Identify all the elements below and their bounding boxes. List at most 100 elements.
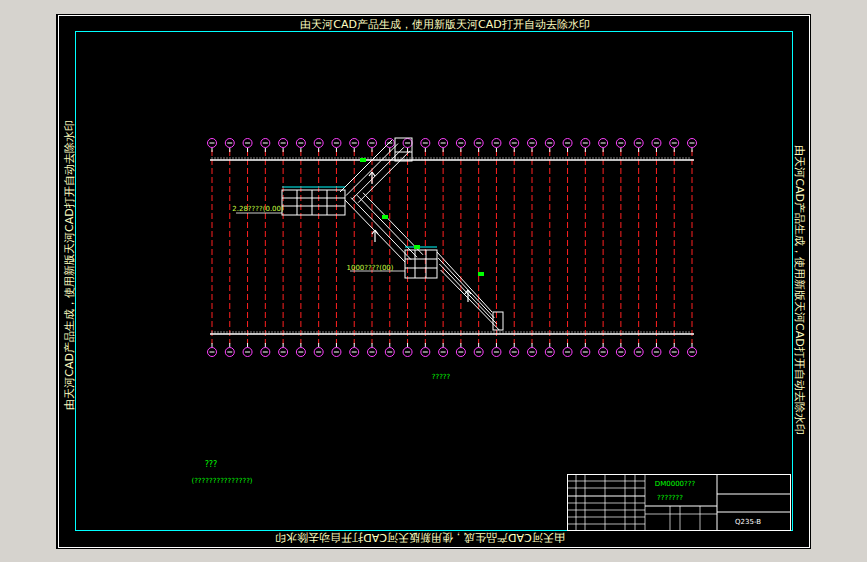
landing-grid <box>297 190 298 215</box>
hatch-tick <box>380 157 381 160</box>
axis-bubble <box>332 348 341 357</box>
hatch-tick <box>257 157 258 160</box>
hatch-tick <box>374 331 375 334</box>
hatch-tick <box>281 157 282 160</box>
hatch-tick <box>218 331 219 334</box>
axis-bubble <box>243 139 252 148</box>
axis-tick <box>585 343 586 347</box>
axis-bubble <box>652 139 661 148</box>
hatch-tick <box>215 331 216 334</box>
axis-tick <box>567 343 568 347</box>
axis-bubble <box>528 348 537 357</box>
hatch-tick <box>527 331 528 334</box>
hatch-tick <box>665 331 666 334</box>
axis-line <box>638 150 639 344</box>
axis-number-mark <box>618 352 623 353</box>
hatch-tick <box>539 331 540 334</box>
title-block-line <box>625 474 626 530</box>
axis-line <box>674 150 675 344</box>
hatch-tick <box>269 331 270 334</box>
hatch-tick <box>641 331 642 334</box>
axis-tick <box>336 148 337 152</box>
hatch-tick <box>275 157 276 160</box>
hatch-tick <box>683 331 684 334</box>
axis-bubble <box>456 348 465 357</box>
hatch-tick <box>473 331 474 334</box>
axis-bubble <box>670 139 679 148</box>
axis-line <box>336 150 337 344</box>
axis-number-mark <box>423 352 428 353</box>
axis-number-mark <box>583 143 588 144</box>
hatch-tick <box>608 331 609 334</box>
axis-bubble <box>563 139 572 148</box>
hatch-tick <box>287 331 288 334</box>
platform <box>493 312 503 330</box>
hatch-tick <box>521 331 522 334</box>
hatch-tick <box>425 157 426 160</box>
axis-bubble <box>510 139 519 148</box>
axis-bubble <box>456 139 465 148</box>
axis-number-mark <box>405 143 410 144</box>
title-block-line <box>567 524 645 525</box>
axis-number-mark <box>458 143 463 144</box>
hatch-tick <box>404 331 405 334</box>
hatch-tick <box>416 157 417 160</box>
axis-bubble <box>350 139 359 148</box>
axis-bubble <box>314 139 323 148</box>
hatch-tick <box>329 157 330 160</box>
hatch-tick <box>251 157 252 160</box>
hatch-tick <box>221 331 222 334</box>
stair-stringer <box>351 198 411 260</box>
hatch-tick <box>647 157 648 160</box>
hatch-tick <box>266 157 267 160</box>
hatch-tick <box>278 331 279 334</box>
axis-tick <box>514 343 515 347</box>
hatch-tick <box>428 331 429 334</box>
hatch-tick <box>500 157 501 160</box>
hatch-tick <box>644 157 645 160</box>
axis-tick <box>532 148 533 152</box>
title-block-line <box>645 474 646 530</box>
axis-bubble <box>225 348 234 357</box>
title-block-line <box>717 474 718 530</box>
hatch-tick <box>545 331 546 334</box>
hatch-tick <box>413 331 414 334</box>
axis-bubble <box>545 139 554 148</box>
direction-arrow <box>374 230 375 242</box>
hatch-tick <box>233 157 234 160</box>
hatch-tick <box>248 331 249 334</box>
axis-tick <box>318 148 319 152</box>
hatch-tick <box>599 331 600 334</box>
axis-tick <box>425 148 426 152</box>
hatch-tick <box>458 157 459 160</box>
hatch-tick <box>269 157 270 160</box>
material-code: Q235-B <box>735 519 761 526</box>
hatch-tick <box>356 331 357 334</box>
direction-arrow <box>468 290 471 294</box>
hatch-tick <box>272 157 273 160</box>
hatch-tick <box>554 157 555 160</box>
axis-tick <box>638 343 639 347</box>
axis-tick <box>354 343 355 347</box>
hatch-tick <box>563 157 564 160</box>
hatch-tick <box>623 157 624 160</box>
hatch-tick <box>671 157 672 160</box>
axis-number-mark <box>334 143 339 144</box>
hatch-tick <box>272 331 273 334</box>
axis-bubble <box>439 348 448 357</box>
hatch-tick <box>647 331 648 334</box>
axis-bubble <box>350 348 359 357</box>
hatch-tick <box>443 157 444 160</box>
axis-line <box>656 150 657 344</box>
hatch-tick <box>230 157 231 160</box>
hatch-tick <box>683 157 684 160</box>
hatch-tick <box>476 331 477 334</box>
axis-number-mark <box>352 352 357 353</box>
axis-tick <box>265 148 266 152</box>
hatch-tick <box>518 157 519 160</box>
hatch-tick <box>314 331 315 334</box>
hatch-tick <box>260 157 261 160</box>
hatch-tick <box>464 157 465 160</box>
hatch-tick <box>566 331 567 334</box>
axis-tick <box>425 343 426 347</box>
